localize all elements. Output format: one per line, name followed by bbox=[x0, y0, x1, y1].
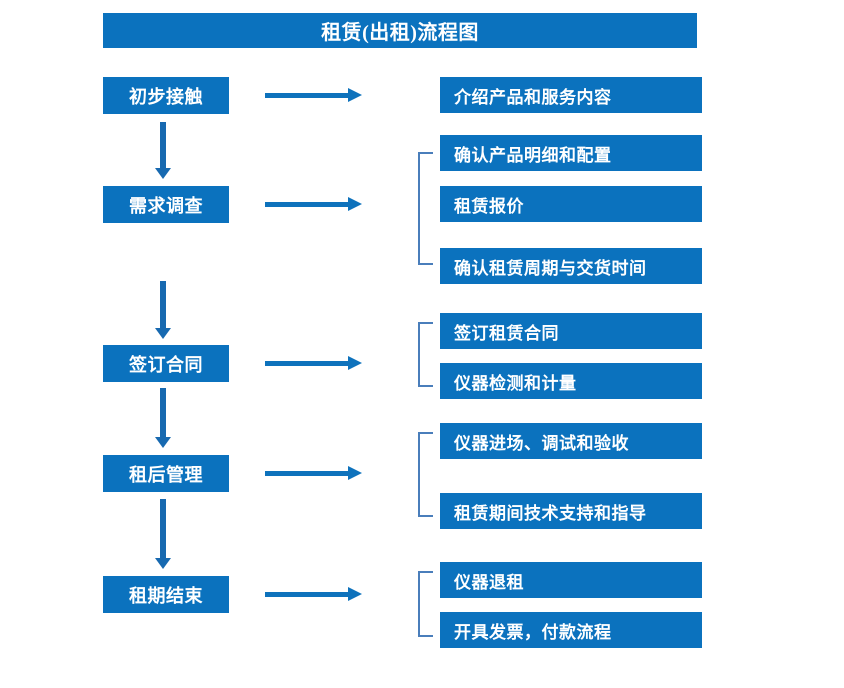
detail-box-technical-support[interactable]: 租赁期间技术支持和指导 bbox=[440, 493, 702, 529]
stage-box-initial-contact[interactable]: 初步接触 bbox=[103, 77, 229, 114]
detail-box-rental-quote[interactable]: 租赁报价 bbox=[440, 186, 702, 222]
detail-box-instrument-return[interactable]: 仪器退租 bbox=[440, 562, 702, 598]
arrow-head bbox=[348, 356, 362, 370]
arrow-shaft bbox=[265, 592, 349, 597]
arrow-head bbox=[348, 88, 362, 102]
stage-box-needs-survey[interactable]: 需求调查 bbox=[103, 186, 229, 223]
horizontal-arrow-rental-end bbox=[265, 587, 362, 601]
vertical-arrow-contract-to-management bbox=[155, 388, 171, 448]
arrow-head bbox=[155, 328, 171, 339]
stage-box-rental-end[interactable]: 租期结束 bbox=[103, 576, 229, 613]
arrow-head bbox=[155, 168, 171, 179]
stage-box-post-rental-management[interactable]: 租后管理 bbox=[103, 455, 229, 492]
arrow-head bbox=[348, 466, 362, 480]
group-bracket-sign-contract bbox=[418, 322, 433, 387]
vertical-arrow-management-to-end bbox=[155, 499, 171, 569]
arrow-shaft bbox=[160, 499, 166, 558]
stage-box-sign-contract[interactable]: 签订合同 bbox=[103, 345, 229, 382]
arrow-shaft bbox=[265, 93, 349, 98]
detail-box-instrument-delivery-commissioning[interactable]: 仪器进场、调试和验收 bbox=[440, 423, 702, 459]
vertical-arrow-initial-to-needs bbox=[155, 122, 171, 179]
arrow-shaft bbox=[265, 202, 349, 207]
horizontal-arrow-sign-contract bbox=[265, 356, 362, 370]
detail-box-introduce-products[interactable]: 介绍产品和服务内容 bbox=[440, 77, 702, 113]
arrow-shaft bbox=[265, 471, 349, 476]
detail-box-instrument-inspection[interactable]: 仪器检测和计量 bbox=[440, 363, 702, 399]
detail-box-sign-rental-contract[interactable]: 签订租赁合同 bbox=[440, 313, 702, 349]
arrow-head bbox=[348, 587, 362, 601]
horizontal-arrow-post-rental-management bbox=[265, 466, 362, 480]
vertical-arrow-needs-to-contract bbox=[155, 281, 171, 339]
arrow-head bbox=[155, 558, 171, 569]
arrow-shaft bbox=[160, 388, 166, 437]
group-bracket-rental-end bbox=[418, 571, 433, 637]
arrow-head bbox=[348, 197, 362, 211]
arrow-shaft bbox=[160, 281, 166, 328]
flowchart-title: 租赁(出租)流程图 bbox=[103, 13, 697, 48]
detail-box-invoice-payment[interactable]: 开具发票，付款流程 bbox=[440, 612, 702, 648]
group-bracket-post-rental-management bbox=[418, 432, 433, 517]
horizontal-arrow-initial-contact bbox=[265, 88, 362, 102]
arrow-shaft bbox=[160, 122, 166, 168]
detail-box-confirm-period-delivery[interactable]: 确认租赁周期与交货时间 bbox=[440, 248, 702, 284]
arrow-head bbox=[155, 437, 171, 448]
group-bracket-needs-survey bbox=[418, 152, 433, 265]
horizontal-arrow-needs-survey bbox=[265, 197, 362, 211]
detail-box-confirm-specs[interactable]: 确认产品明细和配置 bbox=[440, 135, 702, 171]
arrow-shaft bbox=[265, 361, 349, 366]
